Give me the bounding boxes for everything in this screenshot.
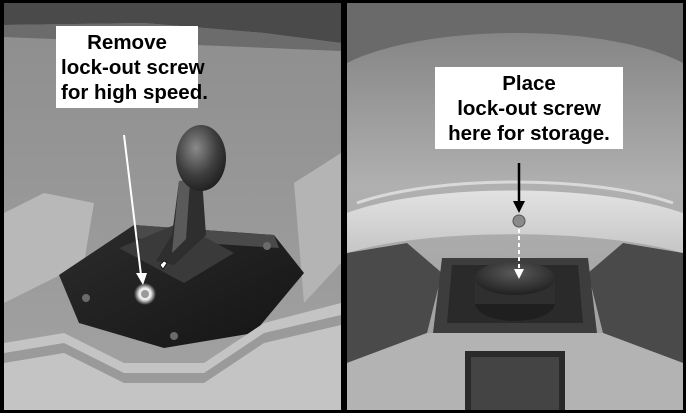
screw-hole-icon (513, 215, 525, 227)
panel-high-speed: Remove lock-out screw for high speed. (4, 3, 341, 410)
illustration-storage (347, 3, 683, 410)
callout-line: lock-out screw (440, 96, 618, 121)
panel-storage: Place lock-out screw here for storage. (347, 3, 683, 410)
callout-line: for high speed. (61, 80, 193, 105)
callout-place-screw: Place lock-out screw here for storage. (435, 67, 623, 149)
callout-line: lock-out screw (61, 55, 193, 80)
callout-remove-screw: Remove lock-out screw for high speed. (56, 26, 198, 108)
callout-line: Remove (61, 30, 193, 55)
callout-line: Place (440, 71, 618, 96)
callout-line: here for storage. (440, 121, 618, 146)
